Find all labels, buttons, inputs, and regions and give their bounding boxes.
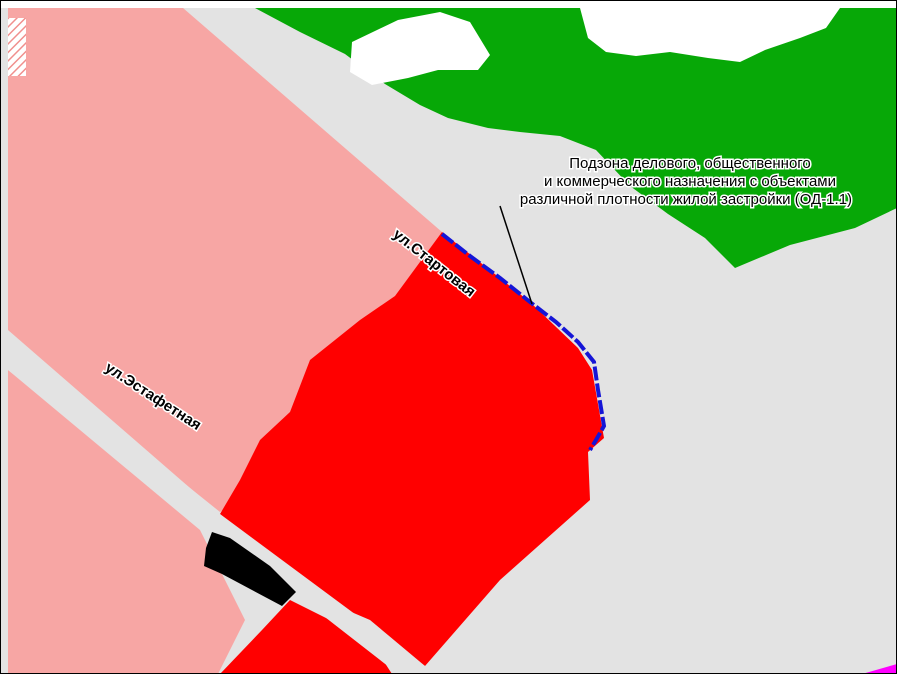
- residential-zone-lower: [8, 370, 245, 674]
- clearing-right: [580, 8, 840, 62]
- annotation-leader-line: [499, 205, 533, 305]
- business-zone-lower: [220, 600, 392, 674]
- zone-label-line2: и коммерческого назначения с объектами: [544, 173, 836, 190]
- black-block: [204, 532, 296, 606]
- street-estafetnaya: [8, 330, 430, 674]
- residential-zone: [8, 8, 442, 512]
- clearing-left: [350, 12, 490, 85]
- zone-boundary: [440, 232, 607, 452]
- zone-label-line1: Подзона делового, общественного: [569, 155, 811, 172]
- magenta-edge: [862, 664, 897, 674]
- hatched-strip: [8, 18, 26, 76]
- business-zone: [220, 232, 604, 666]
- white-area-top: [0, 0, 897, 8]
- zone-label-line3: различной плотности жилой застройки (ОД-…: [520, 191, 852, 208]
